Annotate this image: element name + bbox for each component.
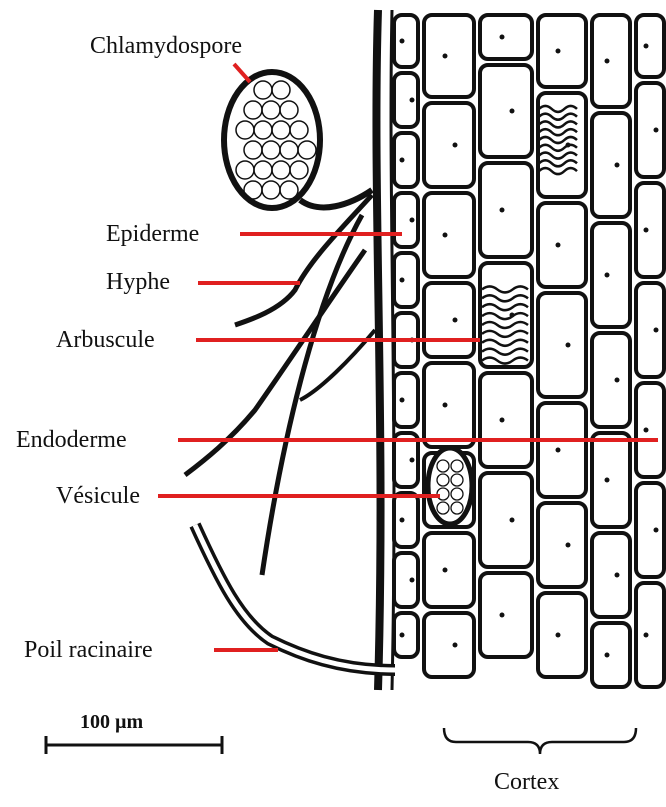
cell-nucleus [400,518,405,523]
cortex-cell [480,65,532,157]
cortex-brace [444,728,636,754]
cortex-cell [538,403,586,497]
cell-nucleus [410,578,415,583]
cortex-cell [424,15,474,97]
cell-nucleus [410,98,415,103]
cortex-cell [636,283,664,377]
cortex-cell [636,15,664,77]
cortex-cell [538,593,586,677]
cell-nucleus [654,528,659,533]
cell-nucleus [644,44,649,49]
cell-nucleus [510,518,515,523]
epidermis-cell [394,133,418,187]
label-cortex: Cortex [494,770,559,794]
cell-nucleus [453,318,458,323]
cell-nucleus [500,613,505,618]
cortex-cell [538,503,586,587]
root-outer-wall [376,10,380,690]
cortex-cell [636,583,664,687]
cell-nucleus [410,458,415,463]
cell-nucleus [443,233,448,238]
vesicle-body [428,448,472,524]
cortex-cell [480,373,532,467]
label-epiderme: Epiderme [106,222,199,246]
cell-nucleus [400,39,405,44]
cortex-cell [636,183,664,277]
cortex-cell [538,15,586,87]
cell-nucleus [500,418,505,423]
cortex-cell [424,533,474,607]
label-hyphe: Hyphe [106,270,170,294]
cell-nucleus [510,109,515,114]
cortex-cell [636,383,664,477]
epidermis-cell [394,253,418,307]
cortex-cell [592,223,630,327]
label-arbuscule: Arbuscule [56,328,155,352]
hypha-upper [235,195,372,325]
cell-nucleus [556,633,561,638]
cell-nucleus [566,543,571,548]
epidermis-cell [394,373,418,427]
cell-nucleus [615,378,620,383]
cell-nucleus [654,328,659,333]
cell-nucleus [500,35,505,40]
cell-nucleus [556,448,561,453]
cortex-cell [480,573,532,657]
cell-nucleus [615,163,620,168]
cortex-cell [538,203,586,287]
cortex-cell [592,333,630,427]
cell-nucleus [654,128,659,133]
cortex-cell [480,163,532,257]
epidermis-cell [394,613,418,657]
pointer-chlamydospore [234,64,250,82]
label-poil-racinaire: Poil racinaire [24,638,153,662]
label-endoderme: Endoderme [16,428,127,452]
cell-nucleus [400,398,405,403]
cell-nucleus [400,633,405,638]
cell-nucleus [410,218,415,223]
cell-nucleus [556,243,561,248]
label-chlamydospore: Chlamydospore [90,34,242,58]
cell-nucleus [605,478,610,483]
cell-nucleus [605,273,610,278]
cell-nucleus [500,208,505,213]
cortex-cell [480,15,532,59]
cell-nucleus [443,54,448,59]
cell-nucleus [644,228,649,233]
cell-nucleus [400,158,405,163]
label-vesicule: Vésicule [56,484,140,508]
cell-nucleus [400,278,405,283]
cortex-cell [480,473,532,567]
cortex-cell [636,483,664,577]
cortex-cells [376,10,664,690]
cell-nucleus [453,643,458,648]
cell-nucleus [615,573,620,578]
cell-nucleus [443,568,448,573]
cortex-cell [592,533,630,617]
cell-nucleus [644,633,649,638]
cell-nucleus [644,428,649,433]
cell-nucleus [605,653,610,658]
cell-nucleus [556,49,561,54]
cortex-cell [424,193,474,277]
cortex-cell [424,283,474,357]
cell-nucleus [566,343,571,348]
cortex-cell [424,613,474,677]
cell-nucleus [443,403,448,408]
cortex-cell [592,623,630,687]
cortex-cell [636,83,664,177]
scale-bar-label: 100 µm [80,712,143,732]
cortex-cell [424,363,474,447]
cell-nucleus [453,143,458,148]
epidermis-cell [394,493,418,547]
cortex-cell [424,103,474,187]
cortex-cell [538,293,586,397]
cortex-cell [592,113,630,217]
cell-nucleus [605,59,610,64]
epidermis-cell [394,15,418,67]
cortex-cell [592,433,630,527]
cortex-cell [592,15,630,107]
